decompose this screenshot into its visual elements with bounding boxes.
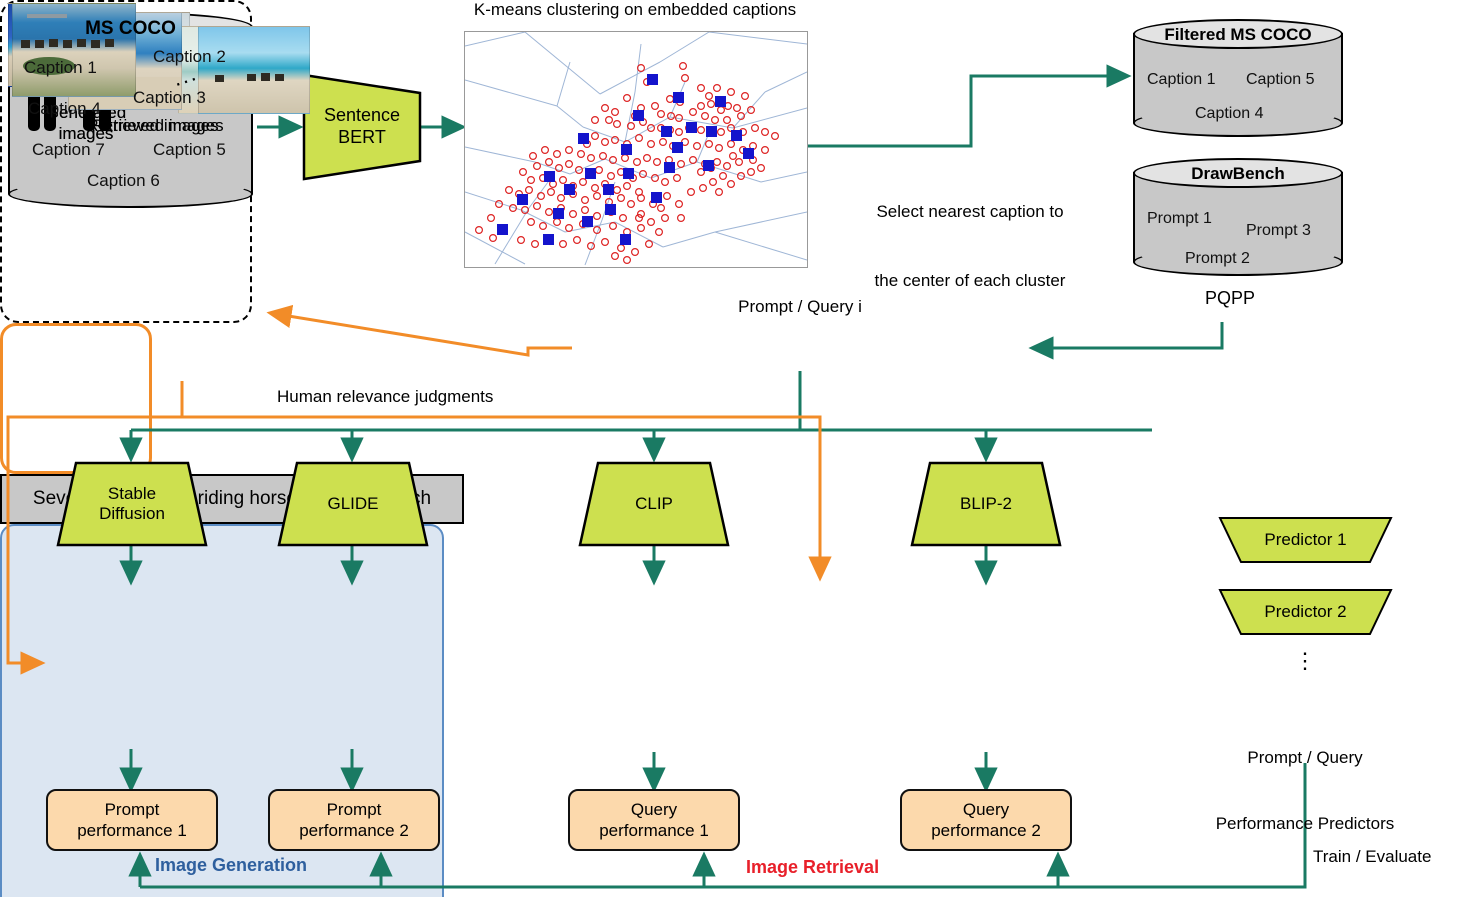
stable-diffusion-shape xyxy=(56,461,208,547)
caption-entry: Caption 4 xyxy=(1195,105,1264,122)
retrieved-images-label-2: Retrieved images xyxy=(91,116,224,135)
glide-shape xyxy=(277,461,429,547)
glide-node: GLIDE xyxy=(277,461,429,547)
stable-diffusion-node: Stable Diffusion xyxy=(56,461,208,547)
cylinder-top xyxy=(1133,158,1343,188)
clip-shape xyxy=(578,461,730,547)
generated-images-label-line2: images xyxy=(58,124,114,144)
horses-silhouette xyxy=(215,73,284,82)
predictors-vertical-ellipsis: ⋮ xyxy=(1294,648,1316,673)
predictors-caption-line1: Prompt / Query xyxy=(1247,748,1363,768)
caption-entry: Caption 1 xyxy=(1147,71,1216,88)
filtered-ms-coco-database: Filtered MS COCO Caption 1 Caption 5 Cap… xyxy=(1133,19,1343,137)
drawbench-entries: Prompt 1 Prompt 3 Prompt 2 xyxy=(1133,192,1343,276)
drawbench-database: DrawBench Prompt 1 Prompt 3 Prompt 2 xyxy=(1133,158,1343,276)
arrow-prompt-to-humans xyxy=(266,304,572,357)
prompt-performance-1-line1: Prompt xyxy=(104,799,160,819)
clip-node: CLIP xyxy=(578,461,730,547)
predictor-1-shape xyxy=(1218,517,1393,563)
train-evaluate-note-line1: Train / Evaluate xyxy=(1313,847,1432,867)
retrieved-thumbnail xyxy=(12,3,136,97)
select-caption-note-line2: the center of each cluster xyxy=(874,270,1066,290)
caption-entry: Caption 5 xyxy=(153,140,226,159)
sentence-bert-shape xyxy=(302,73,422,181)
sentence-bert-node: Sentence BERT xyxy=(302,73,422,181)
query-performance-2-line1: Query xyxy=(962,799,1010,819)
horses-silhouette xyxy=(21,14,114,75)
caption-entry: Caption 2 xyxy=(153,47,226,66)
prompt-performance-2-line2: performance 2 xyxy=(299,821,409,840)
ms-coco-entries: Caption 1 Caption 2 Caption 4 Caption 3 … xyxy=(8,46,253,208)
query-performance-1: Query performance 1 xyxy=(568,789,740,851)
clip-label: CLIP xyxy=(635,494,673,513)
cluster-plot-title: K-means clustering on embedded captions xyxy=(473,0,797,19)
stable-diffusion-label-1: Stable xyxy=(107,483,157,503)
sentence-bert-label-2: BERT xyxy=(338,127,386,147)
cylinder-body xyxy=(1133,33,1343,123)
filtered-db-entries: Caption 1 Caption 5 Caption 4 xyxy=(1133,53,1343,137)
caption-entry: Caption 3 xyxy=(133,88,206,107)
train-evaluate-note: Train / Evaluate predictors xyxy=(1313,802,1431,897)
select-caption-note-line1: Select nearest caption to xyxy=(876,201,1064,221)
ms-coco-database: MS COCO Caption 1 Caption 2 Caption 4 Ca… xyxy=(8,12,253,208)
query-performance-1-line1: Query xyxy=(630,799,678,819)
query-performance-2-line2: performance 2 xyxy=(931,821,1041,840)
prompt-caption: Prompt / Query i xyxy=(738,297,862,316)
retrieved-images-label-1: Retrieved images xyxy=(86,116,219,135)
caption-entry: Caption 1 xyxy=(24,58,97,77)
predictor-2-shape xyxy=(1218,589,1393,635)
caption-entry: Caption 6 xyxy=(87,171,160,190)
blip2-shape xyxy=(910,461,1062,547)
caption-entry: Caption 4 xyxy=(28,99,101,118)
blip2-label: BLIP-2 xyxy=(960,494,1012,513)
query-performance-1-line2: performance 1 xyxy=(599,821,709,840)
filtered-db-title: Filtered MS COCO xyxy=(1164,25,1312,44)
stable-diffusion-label-2: Diffusion xyxy=(99,504,165,523)
ms-coco-title: MS COCO xyxy=(85,18,176,39)
select-caption-note: Select nearest caption to the center of … xyxy=(830,155,1110,339)
predictors-caption-line2: Performance Predictors xyxy=(1215,814,1395,834)
pqpp-label: PQPP xyxy=(1204,288,1256,308)
blip2-node: BLIP-2 xyxy=(910,461,1062,547)
prompt-performance-2-line1: Prompt xyxy=(326,799,382,819)
image-generation-label: Image Generation xyxy=(155,855,308,875)
predictor-2-node: Predictor 2 xyxy=(1218,588,1393,636)
cylinder-bottom xyxy=(1133,109,1343,137)
glide-label: GLIDE xyxy=(327,494,379,513)
prompt-entry: Prompt 1 xyxy=(1147,210,1212,227)
prompt-performance-2: Prompt performance 2 xyxy=(268,789,440,851)
cluster-scatter-svg xyxy=(465,32,807,266)
prompt-performance-1-line2: performance 1 xyxy=(77,821,187,840)
caption-entry: Caption 5 xyxy=(1246,71,1315,88)
predictors-caption: Prompt / Query Performance Predictors xyxy=(1190,703,1420,880)
predictor-2-label: Predictor 2 xyxy=(1264,602,1347,621)
drawbench-title: DrawBench xyxy=(1191,164,1285,183)
caption-entry: Caption 7 xyxy=(32,140,105,159)
cylinder-bottom xyxy=(1133,248,1343,276)
human-relevance-label: Human relevance judgments xyxy=(277,387,494,406)
human-annotators-box xyxy=(0,13,152,474)
prompt-entry: Prompt 3 xyxy=(1246,222,1311,239)
cluster-plot xyxy=(464,31,808,268)
prompt-entry: Prompt 2 xyxy=(1185,250,1250,267)
predictor-1-label: Predictor 1 xyxy=(1264,530,1347,549)
query-performance-2: Query performance 2 xyxy=(900,789,1072,851)
arrow-plot-to-filtered xyxy=(806,64,1132,148)
generated-images-label-line2: images xyxy=(58,124,114,144)
cylinder-bottom xyxy=(8,180,253,208)
image-retrieval-label: Image Retrieval xyxy=(746,857,880,877)
predictor-1-node: Predictor 1 xyxy=(1218,516,1393,564)
retrieved-thumbnail xyxy=(198,26,310,114)
cylinder-top xyxy=(1133,19,1343,49)
prompt-performance-1: Prompt performance 1 xyxy=(46,789,218,851)
sentence-bert-label-1: Sentence xyxy=(323,105,401,126)
